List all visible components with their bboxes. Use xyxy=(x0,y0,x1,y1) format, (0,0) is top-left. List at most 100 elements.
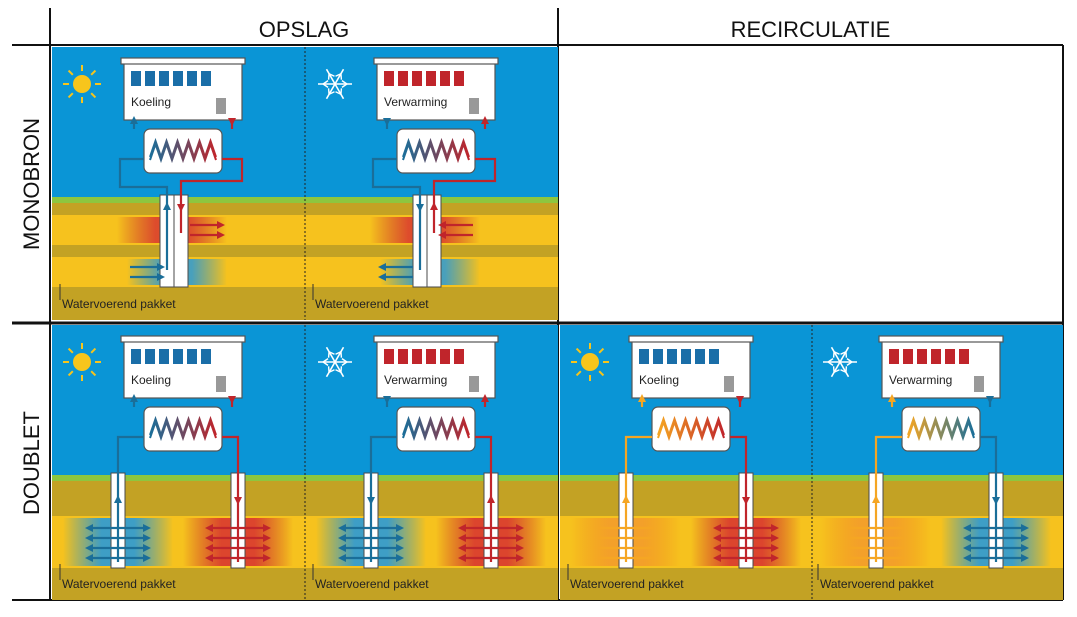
heat-exchanger xyxy=(396,128,476,174)
arrow-head xyxy=(736,396,744,404)
building-window xyxy=(131,349,141,364)
mode-label: Verwarming xyxy=(384,373,447,387)
building-door xyxy=(724,376,734,392)
arrow-head xyxy=(416,204,424,212)
arrow-head xyxy=(986,396,994,404)
aquifer-label: Watervoerend pakket xyxy=(820,577,934,591)
heat-exchanger xyxy=(143,406,223,452)
aquifer-label: Watervoerend pakket xyxy=(570,577,684,591)
building-window xyxy=(653,349,663,364)
pipe xyxy=(118,157,169,270)
building-window xyxy=(426,71,436,86)
arrow-head xyxy=(130,394,138,402)
arrow-head xyxy=(378,263,386,271)
arrow-head xyxy=(438,221,446,229)
arrow-head xyxy=(263,544,271,552)
flow-arrows xyxy=(598,526,654,560)
arrow-head xyxy=(85,554,93,562)
flow-arrows xyxy=(458,524,524,562)
arrow-head xyxy=(430,202,438,210)
building-roof xyxy=(878,335,1004,343)
pipe xyxy=(475,435,493,562)
heat-exchanger-coil xyxy=(402,418,470,442)
arrow-head xyxy=(378,273,386,281)
mode-label: Koeling xyxy=(131,373,171,387)
arrow-head xyxy=(157,263,165,271)
arrow-head xyxy=(771,524,779,532)
arrow-head xyxy=(713,544,721,552)
arrow-head xyxy=(458,534,466,542)
arrow-head xyxy=(228,396,236,404)
arrow-head xyxy=(228,118,236,126)
building-door xyxy=(216,376,226,392)
sun-icon xyxy=(571,343,609,381)
arrow-head xyxy=(217,231,225,239)
heat-exchanger xyxy=(396,406,476,452)
heat-exchanger xyxy=(651,406,731,452)
arrow-head xyxy=(771,534,779,542)
heat-exchanger-coil xyxy=(149,140,217,164)
arrow-head xyxy=(163,202,171,210)
building-window xyxy=(173,349,183,364)
arrow-head xyxy=(481,116,489,124)
building-window xyxy=(187,71,197,86)
building-window xyxy=(173,71,183,86)
building-window xyxy=(412,71,422,86)
building-window xyxy=(398,349,408,364)
arrow-head xyxy=(481,394,489,402)
arrow-head xyxy=(638,394,646,402)
mode-label: Koeling xyxy=(639,373,679,387)
arrow-head xyxy=(205,544,213,552)
arrow-head xyxy=(383,118,391,126)
arrow-head xyxy=(263,554,271,562)
building-window xyxy=(959,349,969,364)
arrow-head xyxy=(205,554,213,562)
flow-arrows xyxy=(378,263,413,281)
arrow-head xyxy=(85,544,93,552)
arrow-head xyxy=(992,497,1000,505)
arrow-head xyxy=(338,554,346,562)
arrow-head xyxy=(622,495,630,503)
mode-label: Koeling xyxy=(131,95,171,109)
building-roof xyxy=(628,335,754,343)
arrow-head xyxy=(1021,524,1029,532)
arrow-head xyxy=(234,497,242,505)
arrow-head xyxy=(85,524,93,532)
arrow-head xyxy=(963,524,971,532)
arrow-head xyxy=(263,534,271,542)
arrow-head xyxy=(458,554,466,562)
heat-exchanger-coil xyxy=(657,418,725,442)
aquifer-label: Watervoerend pakket xyxy=(62,577,176,591)
building-door xyxy=(469,98,479,114)
building-window xyxy=(889,349,899,364)
building-window xyxy=(384,349,394,364)
flow-arrows xyxy=(848,526,904,560)
row-header-monobron: MONOBRON xyxy=(19,118,44,250)
arrow-head xyxy=(516,524,524,532)
grass-strip xyxy=(305,475,558,481)
flow-arrows xyxy=(338,524,404,562)
mode-label: Verwarming xyxy=(384,95,447,109)
arrow-head xyxy=(963,534,971,542)
pipe xyxy=(369,435,397,562)
building-window xyxy=(440,71,450,86)
arrow-head xyxy=(338,544,346,552)
flow-arrows xyxy=(438,221,473,239)
heat-exchanger-coil xyxy=(149,418,217,442)
arrow-head xyxy=(963,544,971,552)
building-window xyxy=(201,349,211,364)
building-window xyxy=(917,349,927,364)
aquifer-label: Watervoerend pakket xyxy=(62,297,176,311)
arrow-head xyxy=(396,534,404,542)
pipe xyxy=(980,435,998,562)
building-window xyxy=(440,349,450,364)
arrow-head xyxy=(114,495,122,503)
heat-exchanger-coil xyxy=(402,140,470,164)
column-header-opslag: OPSLAG xyxy=(258,17,350,42)
